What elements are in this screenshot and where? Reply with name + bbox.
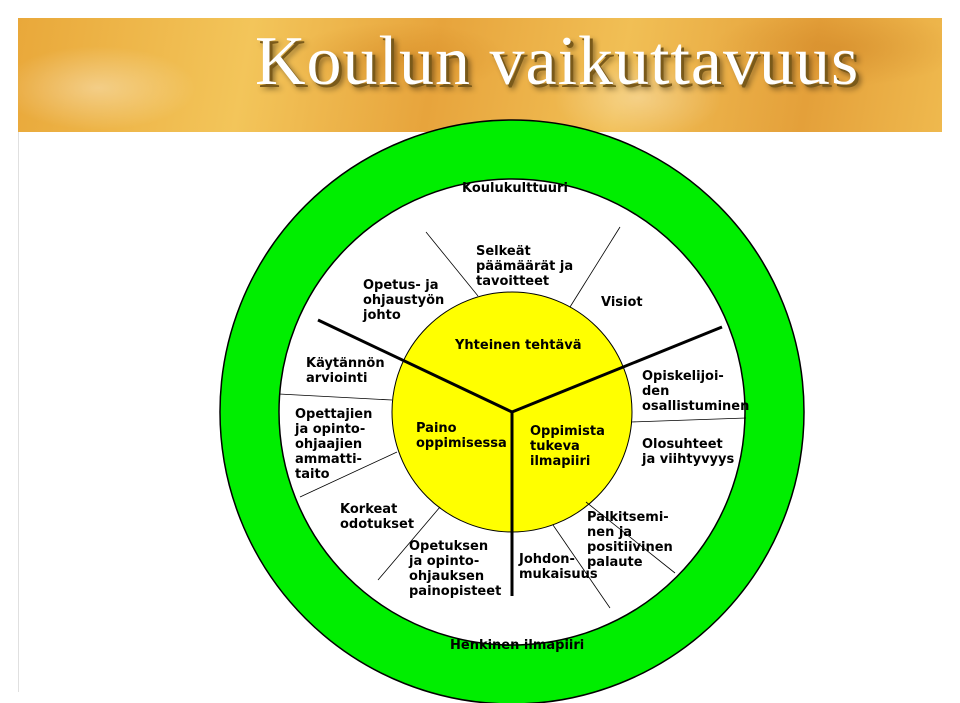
divider-line [511, 325, 723, 414]
segment-label-practical-assessment: Käytännön arviointi [306, 356, 385, 386]
spoke [569, 226, 621, 308]
spoke [585, 501, 676, 574]
spoke [552, 524, 611, 609]
center-label-right: Oppimista tukeva ilmapiiri [530, 424, 605, 469]
segment-label-high-expectations: Korkeat odotukset [340, 502, 415, 532]
spoke [299, 451, 398, 498]
segment-label-conditions: Olosuhteet ja viihtyvyys [642, 437, 735, 467]
segment-label-student-participation: Opiskelijoi- den osallistuminen [642, 369, 750, 414]
slide-title: Koulun vaikuttavuus [255, 23, 860, 100]
segment-label-consistency: Johdon- mukaisuus [519, 552, 598, 582]
segment-label-goals: Selkeät päämäärät ja tavoitteet [476, 244, 574, 289]
segment-label-teaching-leadership: Opetus- ja ohjaustyön johto [363, 278, 445, 323]
segment-label-teacher-competence: Opettajien ja opinto- ohjaajien ammatti-… [295, 407, 373, 482]
title-banner [18, 18, 942, 132]
center-label-left: Paino oppimisessa [416, 421, 507, 451]
frame-divider [18, 132, 19, 692]
spoke [377, 506, 441, 581]
spoke [278, 393, 393, 401]
spoke [630, 417, 747, 423]
ring-label-top: Koulukulttuuri [462, 181, 568, 196]
ring-label-bottom: Henkinen ilmapiiri [450, 638, 585, 653]
center-label-top: Yhteinen tehtävä [455, 338, 582, 353]
spoke [425, 231, 479, 297]
segment-label-visions: Visiot [601, 295, 643, 310]
segment-label-rewards: Palkitsemi- nen ja positiivinen palaute [587, 510, 673, 570]
divider-line [317, 318, 513, 414]
segment-label-teaching-priorities: Opetuksen ja opinto- ohjauksen painopist… [409, 539, 502, 599]
